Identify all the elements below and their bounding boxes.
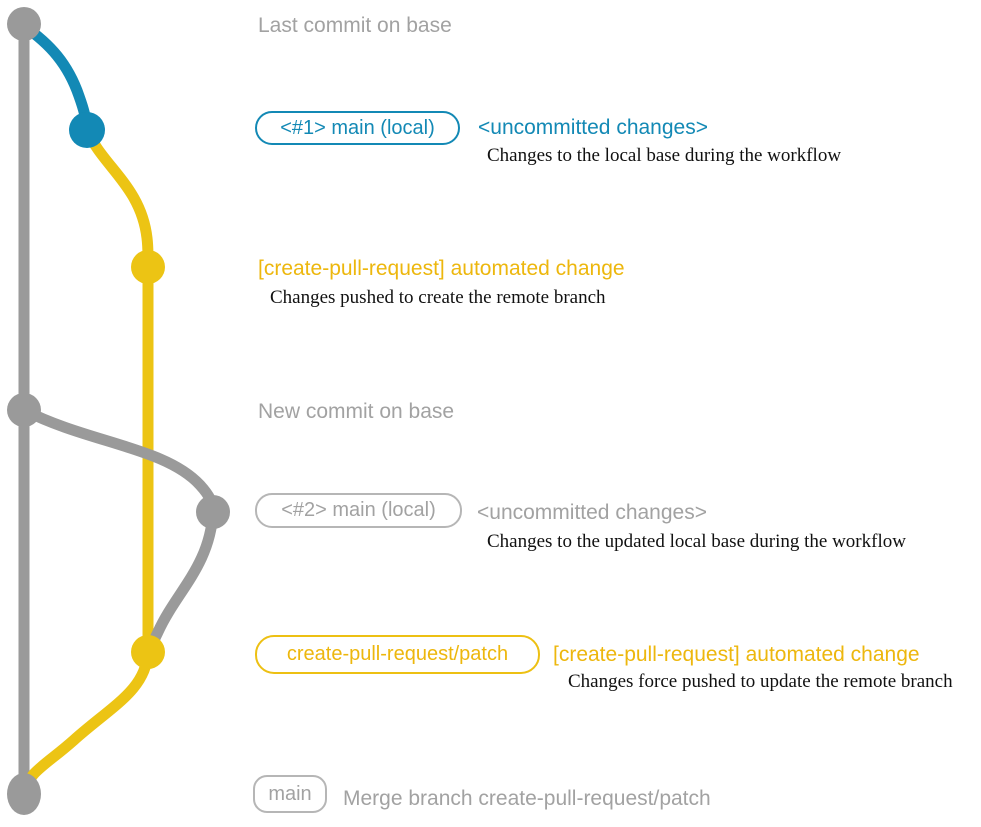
branch-badge-main-local-1-label: <#1> main (local): [280, 116, 435, 139]
commit-dot-local-main-1: [69, 112, 105, 148]
commit-dot-base-last: [7, 7, 41, 41]
uncommitted-changes-title-2: <uncommitted changes>: [477, 501, 707, 524]
commit-dot-base-new: [7, 393, 41, 427]
uncommitted-changes-title-1: <uncommitted changes>: [478, 116, 708, 139]
branch-badge-create-pull-request-patch-label: create-pull-request/patch: [286, 643, 509, 665]
branch-badge-create-pull-request-patch: create-pull-request/patch: [255, 635, 540, 674]
annotation-merge-branch: Merge branch create-pull-request/patch: [343, 787, 711, 810]
git-graph: [7, 7, 230, 815]
branch-badge-main-local-2-label: <#2> main (local): [281, 499, 436, 521]
annotation-last-commit-on-base: Last commit on base: [258, 14, 452, 37]
commit-dot-merge: [7, 773, 41, 815]
uncommitted-changes-description-2: Changes to the updated local base during…: [487, 531, 906, 552]
commit-dot-patch-1: [131, 250, 165, 284]
automated-change-description-2: Changes force pushed to update the remot…: [568, 671, 953, 692]
branch-badge-main-label: main: [268, 782, 312, 805]
commit-dot-patch-2: [131, 635, 165, 669]
automated-change-description-1: Changes pushed to create the remote bran…: [270, 287, 606, 308]
annotation-new-commit-on-base: New commit on base: [258, 400, 455, 423]
branch-badge-main: main: [253, 775, 327, 813]
automated-change-title-1: [create-pull-request] automated change: [258, 257, 625, 280]
updated-local-main-line-out: [21, 405, 219, 513]
local-main-branch-line: [20, 21, 93, 131]
updated-local-main-line-in: [142, 511, 219, 657]
commit-dot-local-main-2: [196, 495, 230, 529]
branch-badge-main-local-2: <#2> main (local): [255, 493, 462, 528]
branch-badge-main-local-1: <#1> main (local): [255, 111, 460, 145]
automated-change-title-2: [create-pull-request] automated change: [553, 643, 920, 666]
uncommitted-changes-description-1: Changes to the local base during the wor…: [487, 145, 842, 166]
patch-branch-line: [18, 127, 154, 795]
